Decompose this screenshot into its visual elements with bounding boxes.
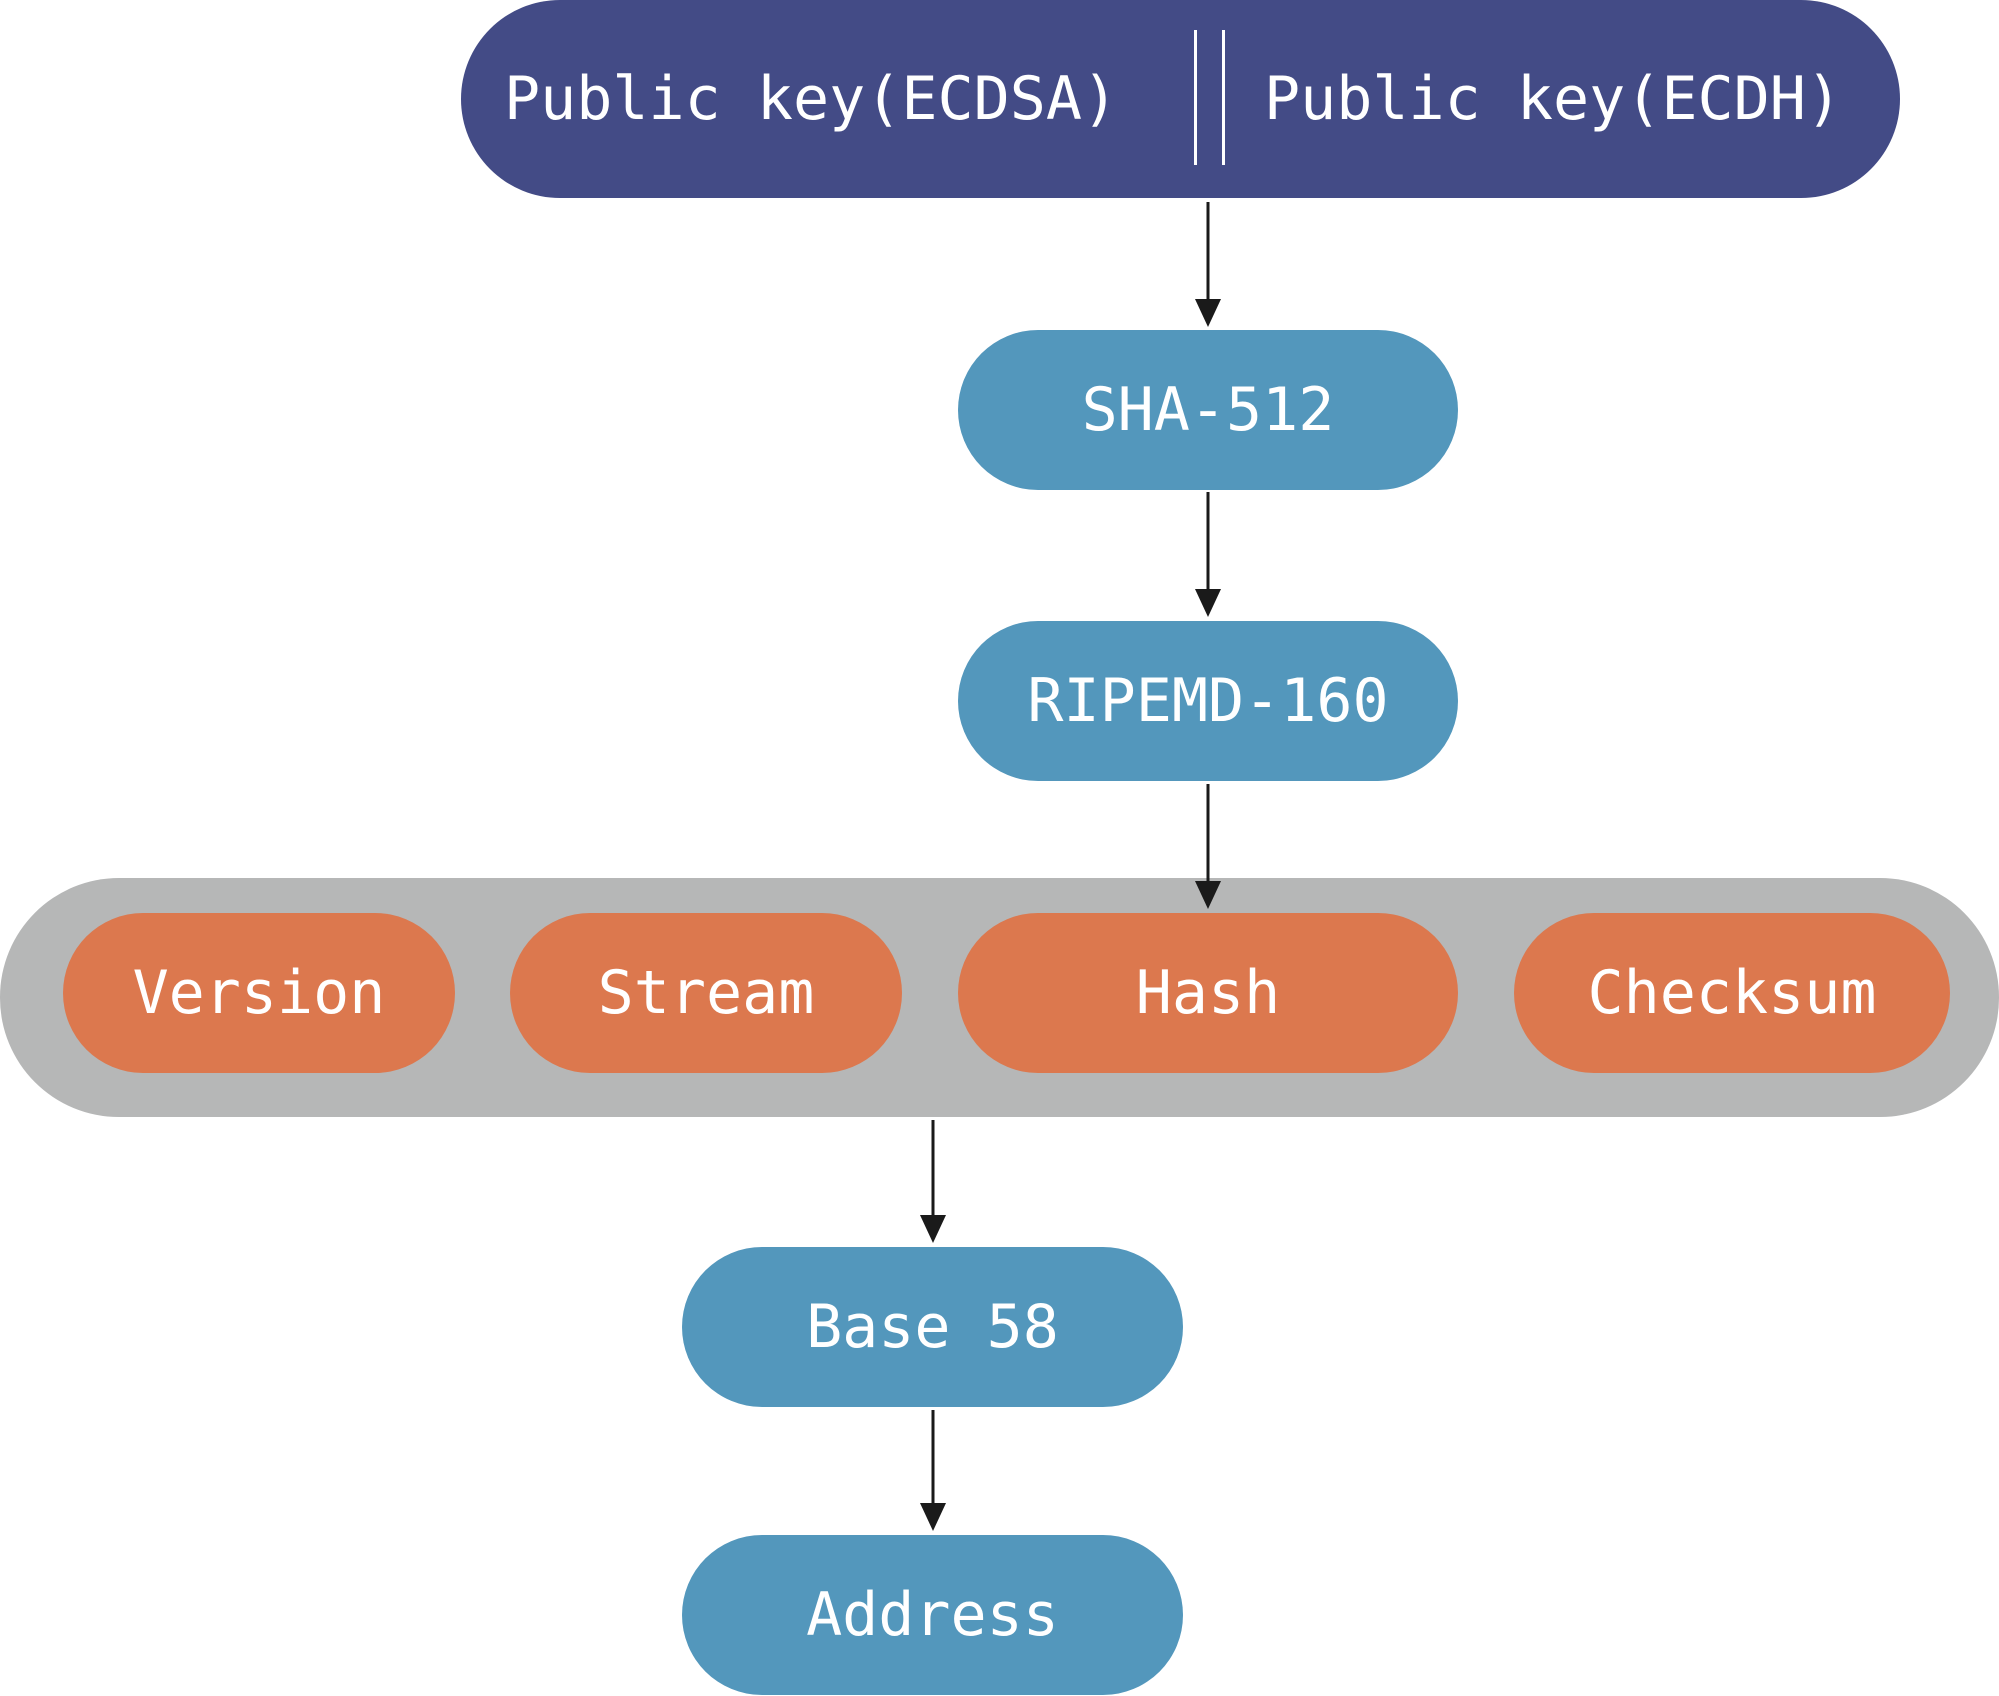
public-key-node: Public key(ECDSA) Public key(ECDH) <box>461 0 1900 198</box>
version-label: Version <box>132 958 386 1028</box>
version-field: Version <box>63 913 455 1073</box>
address-node: Address <box>682 1535 1183 1695</box>
checksum-label: Checksum <box>1587 958 1877 1028</box>
hash-label: Hash <box>1135 958 1281 1028</box>
stream-label: Stream <box>597 958 815 1028</box>
concatenation-separator <box>1194 30 1225 165</box>
arrow-key-to-sha512 <box>1195 202 1221 327</box>
arrow-sha512-to-ripemd160 <box>1195 492 1221 617</box>
base58-node: Base 58 <box>682 1247 1183 1407</box>
public-key-ecdsa-label: Public key(ECDSA) <box>504 64 1119 134</box>
ripemd160-label: RIPEMD-160 <box>1027 666 1389 736</box>
address-label: Address <box>806 1580 1059 1650</box>
stream-field: Stream <box>510 913 902 1073</box>
public-key-ecdh-label: Public key(ECDH) <box>1264 64 1842 134</box>
arrow-base58-to-address <box>920 1410 946 1531</box>
arrow-fields-to-base58 <box>920 1120 946 1243</box>
sha512-label: SHA-512 <box>1081 375 1335 445</box>
checksum-field: Checksum <box>1514 913 1950 1073</box>
base58-label: Base 58 <box>806 1292 1059 1362</box>
ripemd160-node: RIPEMD-160 <box>958 621 1458 781</box>
sha512-node: SHA-512 <box>958 330 1458 490</box>
hash-field: Hash <box>958 913 1458 1073</box>
